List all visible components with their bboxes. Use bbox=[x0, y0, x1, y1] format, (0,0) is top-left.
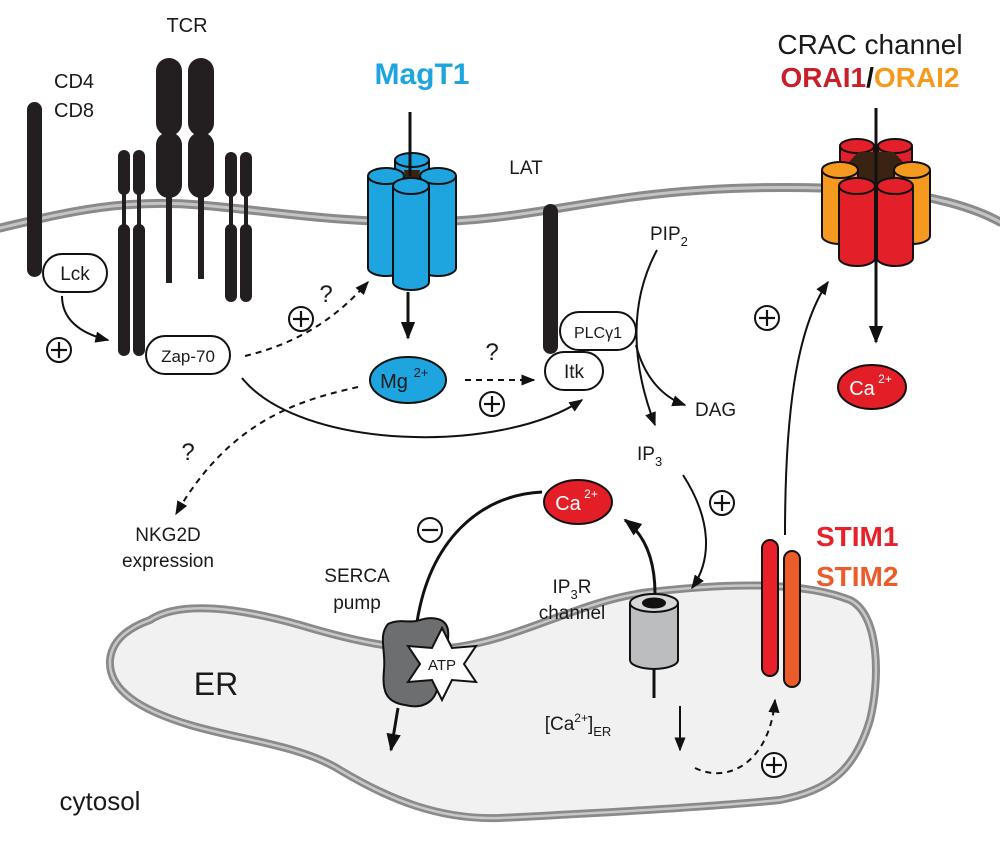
itk-label: Itk bbox=[564, 362, 585, 383]
tcr-label: TCR bbox=[166, 15, 207, 37]
crac-channel-label: CRAC channel bbox=[777, 29, 962, 60]
pip2-label: PIP2 bbox=[650, 224, 688, 249]
pip2-to-dag-arrow bbox=[635, 344, 687, 407]
stim1-label: STIM1 bbox=[816, 521, 898, 552]
ip3-label: IP3 bbox=[637, 444, 662, 469]
magnesium-ion: Mg 2+ bbox=[369, 356, 447, 404]
er-depletion-to-stim-dashed-arrow bbox=[694, 698, 780, 775]
atp-star: ATP bbox=[406, 625, 478, 703]
cd4-cd8-coreceptor bbox=[27, 102, 42, 277]
plus-icon bbox=[46, 337, 72, 363]
lck-to-zap70-arrow bbox=[61, 295, 110, 343]
serca-pump-label: pump bbox=[333, 593, 381, 614]
question-mark: ? bbox=[485, 339, 498, 366]
svg-text:2+: 2+ bbox=[414, 365, 429, 380]
minus-icon bbox=[417, 517, 443, 543]
cytosol-label: cytosol bbox=[60, 786, 141, 816]
dag-label: DAG bbox=[695, 400, 736, 421]
lck-label: Lck bbox=[60, 264, 90, 285]
plus-icon bbox=[761, 752, 787, 778]
magt1-channel bbox=[367, 152, 457, 291]
calcium-ion-influx: Ca 2+ bbox=[837, 364, 907, 410]
question-mark: ? bbox=[319, 281, 332, 308]
zap70-label: Zap-70 bbox=[161, 347, 215, 366]
atp-label: ATP bbox=[428, 657, 456, 674]
svg-text:2+: 2+ bbox=[584, 487, 598, 501]
plcg1-enzyme: PLCγ1 bbox=[559, 311, 637, 351]
serca-into-er-arrow bbox=[386, 707, 401, 752]
zap70-kinase: Zap-70 bbox=[145, 335, 231, 375]
svg-text:Ca: Ca bbox=[555, 493, 581, 515]
ip3r-ca-release-arrow bbox=[623, 518, 657, 595]
zap70-to-magt1-dashed-arrow bbox=[244, 280, 369, 357]
cd8-label: CD8 bbox=[54, 100, 94, 122]
serca-label: SERCA bbox=[324, 566, 390, 587]
ip3r-label: IP3R bbox=[553, 577, 592, 602]
orai-label: ORAI1/ORAI2 bbox=[781, 62, 960, 93]
ip3r-channel bbox=[629, 593, 679, 698]
er-calcium-label: [Ca2+]ER bbox=[545, 711, 612, 739]
stim1-sensor bbox=[761, 539, 779, 677]
pip2-to-ip3-arrow bbox=[635, 249, 658, 427]
orai-crac-channel bbox=[821, 138, 931, 267]
lck-kinase: Lck bbox=[42, 253, 108, 293]
plus-icon bbox=[288, 306, 314, 332]
nkg2d-label: NKG2D bbox=[135, 525, 200, 546]
er-label: ER bbox=[194, 666, 238, 702]
stim2-label: STIM2 bbox=[816, 561, 898, 592]
itk-kinase: Itk bbox=[544, 351, 604, 391]
tcr-complex bbox=[118, 58, 252, 356]
calcium-ion-released: Ca 2+ bbox=[543, 479, 613, 525]
svg-text:Ca: Ca bbox=[849, 378, 875, 400]
nkg2d-expression-label: expression bbox=[122, 551, 214, 572]
zap70-to-itk-arrow bbox=[241, 377, 584, 439]
lat-label: LAT bbox=[509, 158, 543, 179]
svg-text:Mg: Mg bbox=[380, 371, 408, 393]
svg-text:2+: 2+ bbox=[878, 372, 892, 386]
plcg1-label: PLCγ1 bbox=[574, 325, 622, 342]
ip3-to-ip3r-arrow bbox=[682, 474, 707, 590]
plus-icon bbox=[479, 391, 505, 417]
plus-icon bbox=[709, 490, 735, 516]
mg-to-nkg2d-dashed-arrow bbox=[175, 386, 359, 516]
lat-adaptor bbox=[543, 204, 558, 354]
stim2-sensor bbox=[783, 550, 801, 688]
magt1-label: MagT1 bbox=[374, 58, 469, 91]
cd4-label: CD4 bbox=[54, 71, 94, 93]
question-mark: ? bbox=[181, 439, 194, 466]
plus-icon bbox=[754, 305, 780, 331]
stim-to-orai-arrow bbox=[784, 280, 829, 536]
ca-to-serca-curve bbox=[415, 490, 543, 623]
ip3r-channel-label: channel bbox=[539, 603, 606, 624]
